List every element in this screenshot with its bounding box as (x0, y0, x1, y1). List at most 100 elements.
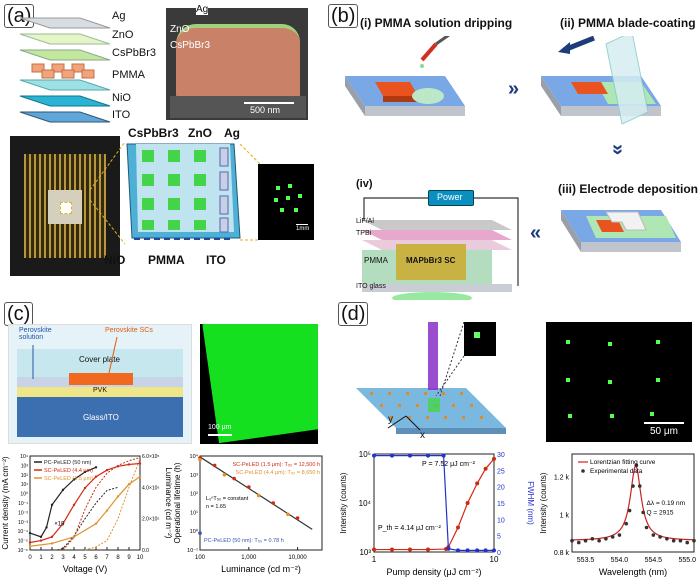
panel-c-green-image: 100 μm (200, 324, 318, 444)
y2-tick-label: 30 (497, 452, 505, 459)
y-tick-label: 10⁻³ (18, 520, 28, 526)
arrow-iii-to-iv: « (530, 222, 542, 244)
layer-lifal: LiF/Al (356, 218, 374, 225)
layer-label-nio: NiO (112, 92, 131, 104)
current-point (39, 535, 43, 539)
panel-a-tag: (a) (4, 4, 35, 28)
y2-tick-label: 0.0 (142, 548, 149, 554)
step-i-label: (i) PMMA solution dripping (360, 16, 513, 30)
y-tick-label: 10⁵ (359, 450, 371, 459)
current-point (72, 503, 76, 507)
y2-tick-label: 4.0×10⁵ (142, 485, 160, 491)
annotation: P = 7.52 μJ cm⁻² (422, 461, 476, 468)
arrow-i-to-ii: » (508, 78, 520, 100)
pixel-array-diagram (126, 143, 241, 240)
y2-tick-label: 10 (497, 517, 505, 524)
experimental-point (570, 538, 574, 543)
crystal-label: MAPbBr3 SC (406, 256, 456, 265)
panel-d-laser-schematic (356, 322, 506, 434)
panel-b-tag: (b) (328, 4, 359, 28)
y-axis-label: Current density (mA cm⁻²) (1, 456, 10, 549)
step-iii-label: (iii) Electrode deposition (558, 182, 699, 196)
lifetime-point (232, 476, 236, 481)
current-point (72, 535, 76, 539)
x-tick-label: 10,000 (288, 555, 307, 561)
power-box: Power (428, 190, 474, 206)
legend-label: SC-PeLED (4.4 μm) (44, 468, 93, 474)
x-tick-label: 5 (83, 555, 87, 561)
step-iii-diagram (561, 210, 681, 252)
current-point (28, 545, 32, 548)
x-axis-label: Luminance (cd m⁻²) (221, 564, 301, 574)
label-pvk: PVK (93, 387, 108, 394)
experimental-point (576, 540, 581, 545)
experimental-point (624, 521, 629, 526)
current-point (83, 470, 87, 474)
y-tick-label: 10⁴ (190, 453, 199, 460)
step-ii-diagram (541, 36, 661, 125)
y2-tick-label: 6.0×10⁵ (142, 454, 160, 460)
series-current-line (29, 476, 141, 547)
y-tick-label: 10⁴ (359, 499, 372, 508)
lifetime-point (247, 485, 251, 489)
x-tick-label: 2 (50, 555, 54, 561)
fwhm-point (475, 548, 480, 553)
label-perovskite-scs: Perovskite SCs (105, 327, 153, 334)
annotation: Δλ = 0.19 nm (647, 500, 686, 507)
layer-label-zno: ZnO (112, 29, 134, 41)
y-tick-label: 10⁻⁴ (18, 529, 28, 535)
current-point (94, 466, 98, 469)
x-axis-label: Wavelength (nm) (599, 567, 667, 577)
x-tick-label: 554.5 (645, 557, 663, 564)
y-axis-label: Intensity (counts) (339, 472, 348, 533)
y-axis-label: Operational lifetime (h) (173, 462, 182, 543)
current-point (94, 522, 98, 525)
sem-scale-label: 500 nm (250, 105, 281, 115)
experimental-point (627, 508, 632, 513)
current-point (105, 468, 109, 472)
current-point (61, 522, 65, 525)
series-luminance-line (84, 458, 141, 551)
step-i-diagram (345, 36, 465, 116)
fwhm-line (374, 455, 494, 551)
layer-label-ag: Ag (112, 10, 126, 22)
current-point (94, 475, 98, 478)
fit-line (199, 456, 313, 530)
annotation-x10: ×10 (54, 522, 65, 528)
current-point (61, 488, 65, 492)
plot-frame (373, 453, 495, 553)
y-axis-label: Intensity (counts) (539, 472, 548, 533)
experimental-point (631, 484, 635, 488)
legend-label: Experimental data (590, 468, 643, 475)
experimental-point (583, 538, 588, 543)
y-tick-label: 10⁻² (18, 510, 28, 516)
current-point (50, 503, 54, 507)
device-photo (10, 136, 120, 276)
device-label-cspbbr3: CsPbBr3 (128, 126, 179, 140)
panel-d-scale-label: 50 μm (650, 426, 678, 437)
y-tick-label: 10² (190, 492, 198, 498)
y2-tick-label: 15 (497, 501, 505, 508)
series-current-line (29, 466, 97, 538)
label-glass-ito: Glass/ITO (83, 413, 119, 422)
experimental-point (617, 533, 622, 537)
experimental-point (637, 484, 642, 488)
experimental-point (634, 463, 639, 468)
x-tick-label: 554.0 (611, 557, 629, 564)
fwhm-point (408, 453, 412, 458)
x-tick-label: 9 (127, 555, 131, 561)
y2-tick-label: 5 (497, 534, 501, 541)
y-tick-label: 10⁰ (20, 492, 28, 498)
axis-x-label: x (420, 430, 425, 441)
fwhm-point (426, 453, 430, 458)
experimental-point (665, 537, 669, 541)
fwhm-point (492, 548, 496, 553)
y-tick-label: 10¹ (190, 510, 198, 516)
y-tick-label: 10³ (190, 473, 198, 479)
intensity-point (475, 481, 480, 486)
y-tick-label: 1 k (560, 512, 570, 519)
label-cover-plate: Cover plate (79, 355, 120, 364)
